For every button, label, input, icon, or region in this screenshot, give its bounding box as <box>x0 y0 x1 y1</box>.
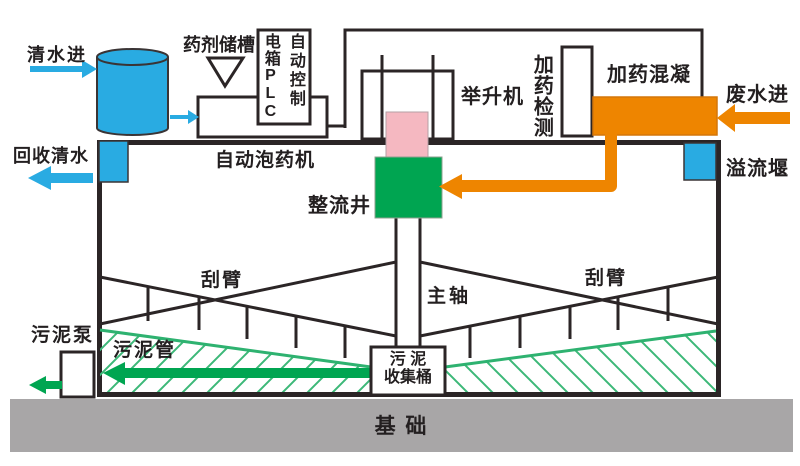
label-recycle-water: 回收清水 <box>13 146 89 166</box>
tank-to-dissolver-arrow <box>170 110 199 124</box>
label-sludge-pipe: 污泥管 <box>113 340 177 361</box>
lifter-carriage-pink-box <box>385 111 429 158</box>
label-wastewater-in: 废水进 <box>726 84 789 106</box>
chemical-funnel-icon <box>205 56 246 89</box>
label-plc-column-right: 自动控制 <box>286 33 304 109</box>
sludge-out-arrowhead <box>29 376 46 394</box>
sludge-out-arrow-body <box>44 381 62 389</box>
label-lifting-machine: 举升机 <box>461 86 524 108</box>
sludge-surface-right <box>444 329 717 369</box>
tank-right-wall <box>716 140 721 397</box>
sludge-surface-left <box>99 328 372 369</box>
label-overflow-weir: 溢流堰 <box>726 158 789 180</box>
scraper-blades <box>146 287 670 358</box>
dosing-coagulation-bar <box>592 96 718 136</box>
sludge-bucket-box <box>369 345 447 397</box>
sludge-wedge-right <box>445 331 716 392</box>
rectifying-well-box <box>374 156 443 219</box>
wastewater-in-arrow <box>717 104 790 132</box>
label-sludge-bucket-line1: 污 泥 <box>389 351 427 368</box>
tank-left-wall <box>97 140 102 397</box>
label-sludge-pump: 污泥泵 <box>31 325 95 346</box>
clean-water-in-arrow <box>30 60 97 78</box>
overflow-weir-square <box>683 142 717 181</box>
sludge-pipe-arrow-body <box>123 368 372 378</box>
label-clean-water-in: 清水进 <box>27 45 87 65</box>
label-chemical-storage: 药剂储槽 <box>183 35 255 55</box>
label-dosing-detection: 加药检测 <box>530 54 553 138</box>
sludge-pump-box <box>59 350 96 399</box>
dosing-detector-box <box>560 45 594 138</box>
label-main-shaft: 主轴 <box>427 286 472 307</box>
label-scraper-arm-right: 刮臂 <box>585 268 628 289</box>
label-sludge-bucket-line2: 收集桶 <box>383 368 432 386</box>
left-weir-square <box>98 140 129 183</box>
label-foundation: 基 础 <box>374 415 429 438</box>
label-plc-column-left: 电箱PLC <box>261 33 279 121</box>
label-dosing-coagulation: 加药混凝 <box>607 64 691 86</box>
label-sludge-bucket: 污 泥 收集桶 <box>371 351 445 387</box>
recycle-water-arrow <box>28 166 93 190</box>
foundation-slab <box>10 399 793 452</box>
dosing-flow-arrowhead <box>439 174 462 199</box>
label-auto-chemical-machine: 自动泡药机 <box>215 150 316 171</box>
gantry-frame <box>343 28 704 128</box>
dosing-flow-pipe <box>460 134 617 192</box>
clean-water-tank <box>96 48 169 136</box>
label-scraper-arm-left: 刮臂 <box>201 270 244 291</box>
sludge-pipe-arrowhead <box>103 362 125 385</box>
plc-cabinet-box <box>256 28 312 126</box>
label-rectifying-well: 整流井 <box>308 195 371 217</box>
